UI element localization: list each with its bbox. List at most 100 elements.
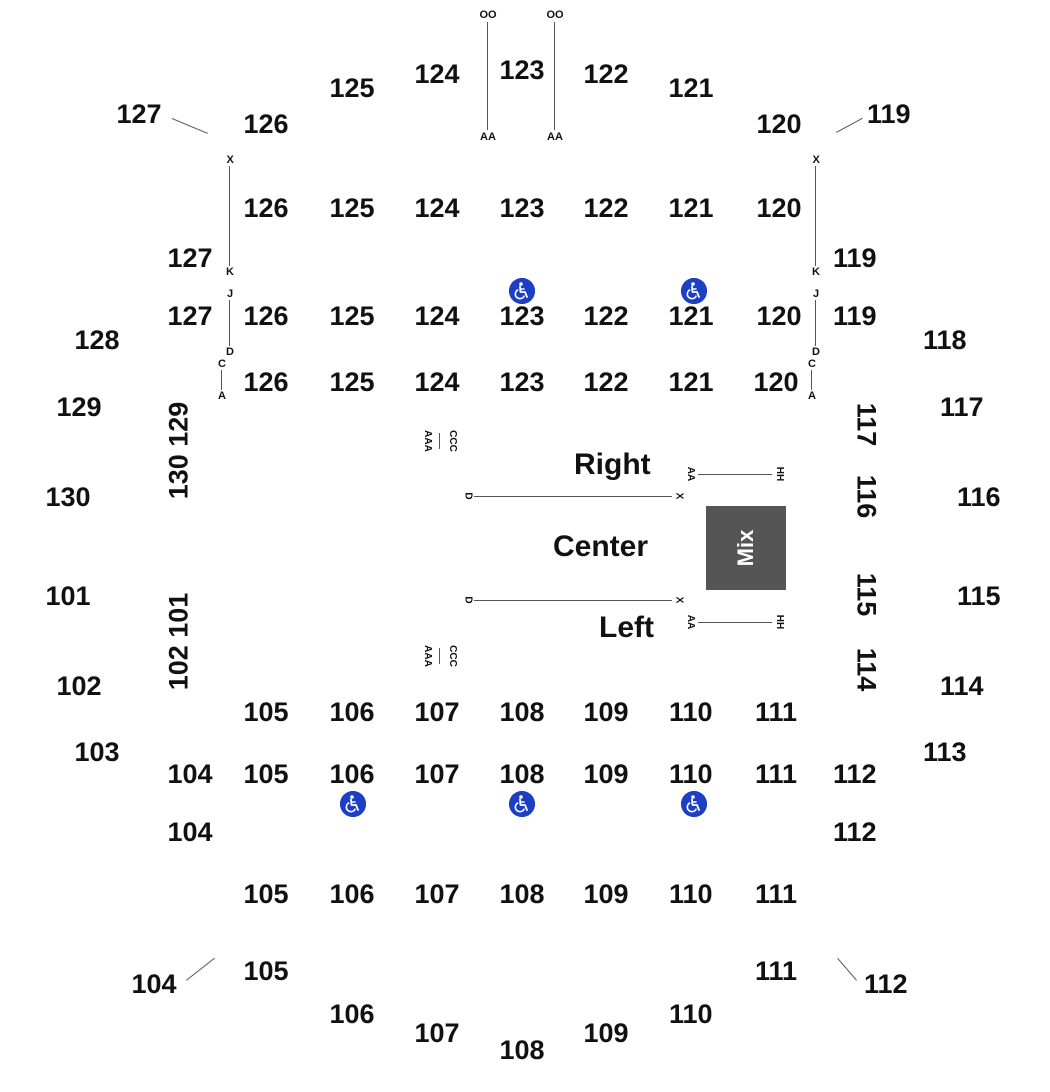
section-connector-line xyxy=(837,958,857,981)
section-label[interactable]: 105 xyxy=(243,955,289,986)
section-label[interactable]: 116 xyxy=(957,481,1001,512)
section-label[interactable]: 108 xyxy=(499,1034,545,1065)
section-label[interactable]: 126 xyxy=(243,300,289,331)
section-label[interactable]: 123 xyxy=(499,54,545,85)
section-label[interactable]: 121 xyxy=(668,366,714,397)
section-label[interactable]: 109 xyxy=(583,696,629,727)
section-label[interactable]: 102 101 xyxy=(163,592,194,690)
section-label[interactable]: 123 xyxy=(499,300,545,331)
section-label[interactable]: 117 xyxy=(851,402,882,446)
section-label[interactable]: 123 xyxy=(499,366,545,397)
section-label[interactable]: 115 xyxy=(851,572,882,616)
section-label[interactable]: 105 xyxy=(243,696,289,727)
section-label[interactable]: 126 xyxy=(243,108,289,139)
section-label[interactable]: 124 xyxy=(414,300,460,331)
section-label[interactable]: 108 xyxy=(499,878,545,909)
section-label[interactable]: 109 xyxy=(583,1017,629,1048)
section-label[interactable]: 114 xyxy=(851,647,882,691)
section-label[interactable]: 110 xyxy=(669,998,713,1029)
section-label[interactable]: 128 xyxy=(74,324,120,355)
section-label[interactable]: 112 xyxy=(864,968,908,999)
section-label[interactable]: 104 xyxy=(167,758,213,789)
section-label[interactable]: 125 xyxy=(329,366,375,397)
section-label[interactable]: 121 xyxy=(668,192,714,223)
section-label[interactable]: 125 xyxy=(329,72,375,103)
section-label[interactable]: 106 xyxy=(329,696,375,727)
section-label[interactable]: 119 xyxy=(833,300,877,331)
section-label[interactable]: 111 xyxy=(755,696,798,727)
section-label[interactable]: 105 xyxy=(243,878,289,909)
section-label[interactable]: 114 xyxy=(940,670,984,701)
section-label[interactable]: 106 xyxy=(329,878,375,909)
section-label[interactable]: 130 xyxy=(45,481,91,512)
section-label[interactable]: 122 xyxy=(583,300,629,331)
section-label[interactable]: 108 xyxy=(499,696,545,727)
section-label[interactable]: 119 xyxy=(833,242,877,273)
section-label[interactable]: 124 xyxy=(414,58,460,89)
section-label[interactable]: 111 xyxy=(755,758,798,789)
section-label[interactable]: 125 xyxy=(329,192,375,223)
section-label[interactable]: 122 xyxy=(583,58,629,89)
section-label[interactable]: 108 xyxy=(499,758,545,789)
section-label[interactable]: 120 xyxy=(753,366,799,397)
wheelchair-icon xyxy=(509,278,535,304)
section-label[interactable]: 118 xyxy=(923,324,967,355)
section-label[interactable]: 110 xyxy=(669,696,713,727)
section-label[interactable]: 113 xyxy=(923,736,967,767)
section-label[interactable]: 105 xyxy=(243,758,289,789)
section-label[interactable]: 106 xyxy=(329,758,375,789)
section-label[interactable]: 101 xyxy=(45,580,91,611)
section-label[interactable]: 126 xyxy=(243,366,289,397)
section-label[interactable]: 103 xyxy=(74,736,120,767)
row-label: J xyxy=(813,287,820,300)
section-connector-line xyxy=(811,370,812,390)
section-label[interactable]: 109 xyxy=(583,878,629,909)
section-label[interactable]: 102 xyxy=(56,670,102,701)
section-label[interactable]: 126 xyxy=(243,192,289,223)
section-label[interactable]: 120 xyxy=(756,300,802,331)
section-label[interactable]: 112 xyxy=(833,816,877,847)
section-label[interactable]: 123 xyxy=(499,192,545,223)
section-label[interactable]: 117 xyxy=(940,391,984,422)
section-connector-line xyxy=(186,958,215,981)
section-label[interactable]: 116 xyxy=(851,474,882,518)
section-label[interactable]: 120 xyxy=(756,192,802,223)
section-label[interactable]: 107 xyxy=(414,878,460,909)
section-label[interactable]: 110 xyxy=(669,758,713,789)
section-label[interactable]: 104 xyxy=(131,968,177,999)
section-label[interactable]: 119 xyxy=(867,98,911,129)
section-label[interactable]: 125 xyxy=(329,300,375,331)
section-label[interactable]: 111 xyxy=(755,955,798,986)
section-label[interactable]: 107 xyxy=(414,696,460,727)
section-label[interactable]: 107 xyxy=(414,758,460,789)
section-label[interactable]: 111 xyxy=(755,878,798,909)
section-label[interactable]: 122 xyxy=(583,366,629,397)
section-label[interactable]: 121 xyxy=(668,72,714,103)
section-label[interactable]: 110 xyxy=(669,878,713,909)
row-label: CCC xyxy=(446,645,458,667)
section-label[interactable]: 129 xyxy=(56,391,102,422)
section-label[interactable]: 130 129 xyxy=(163,401,194,499)
section-label[interactable]: 120 xyxy=(756,108,802,139)
row-label: OO xyxy=(546,8,564,21)
section-label[interactable]: 121 xyxy=(668,300,714,331)
row-label: X xyxy=(812,153,820,166)
section-label[interactable]: 106 xyxy=(329,998,375,1029)
wheelchair-icon xyxy=(509,791,535,817)
section-label[interactable]: 127 xyxy=(167,300,213,331)
section-label[interactable]: 127 xyxy=(116,98,162,129)
section-label[interactable]: 122 xyxy=(583,192,629,223)
section-label[interactable]: 112 xyxy=(833,758,877,789)
section-label[interactable]: 107 xyxy=(414,1017,460,1048)
row-label: X xyxy=(672,596,684,604)
section-connector-line xyxy=(439,433,440,449)
section-label[interactable]: 109 xyxy=(583,758,629,789)
section-label[interactable]: 127 xyxy=(167,242,213,273)
row-label: C xyxy=(808,357,816,370)
section-label[interactable]: 124 xyxy=(414,192,460,223)
section-label[interactable]: 124 xyxy=(414,366,460,397)
row-label: X xyxy=(672,492,684,500)
section-connector-line xyxy=(229,166,230,266)
section-label[interactable]: 115 xyxy=(957,580,1001,611)
section-label[interactable]: 104 xyxy=(167,816,213,847)
